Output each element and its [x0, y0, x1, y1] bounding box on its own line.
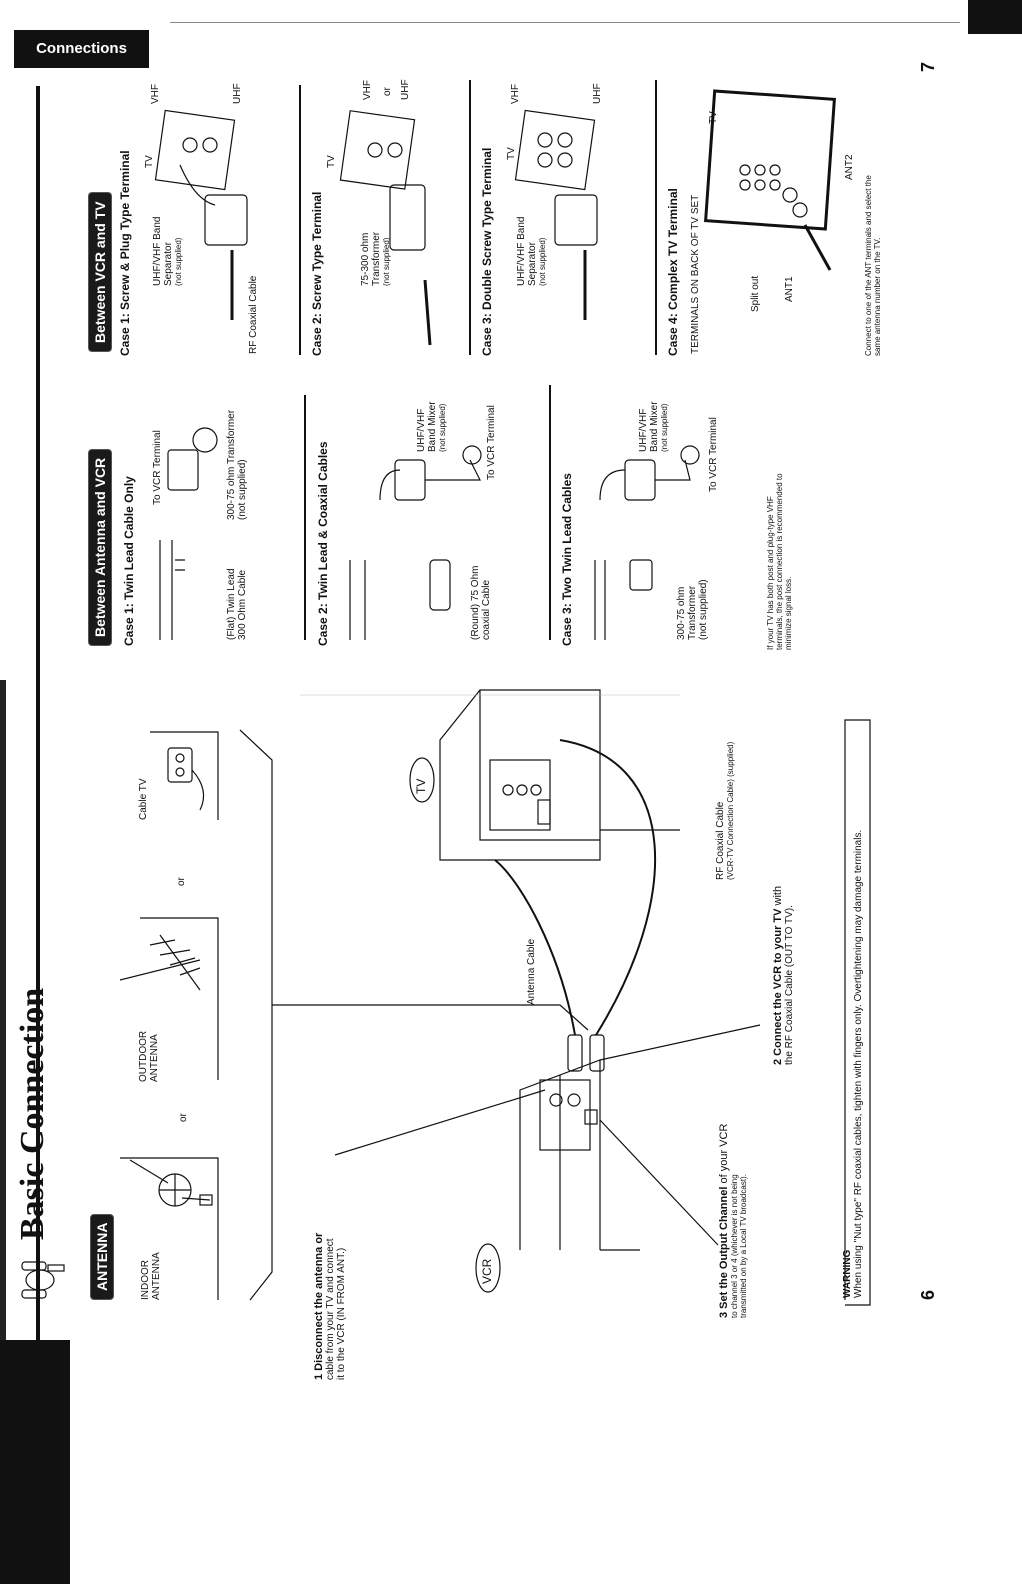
antenna-vcr-badge: Between Antenna and VCR [88, 448, 112, 646]
transformer-icon-2 [339, 110, 432, 346]
av-case1-transformer: 300-75 ohm Transformer(not supplied) [226, 409, 248, 520]
left-edge-line [0, 680, 6, 1340]
vt-case2-tv: TV [326, 155, 337, 168]
av-case3-title: Case 3: Two Twin Lead Cables [560, 473, 574, 646]
antenna-cable-curve [494, 859, 576, 1036]
warning-box [844, 719, 871, 1306]
edge-tab-mark [968, 0, 1022, 34]
vt-case4-split-out: Split out [750, 275, 761, 312]
vt-case1-uhf: UHF [232, 83, 243, 104]
indoor-antenna-icon [129, 1159, 213, 1207]
rf-cable-line [559, 739, 656, 1036]
antenna-cable-label: Antenna Cable [526, 938, 537, 1005]
vt-case3-title: Case 3: Double Screw Type Terminal [480, 147, 494, 356]
vcr-tv-badge: Between VCR and TV [88, 192, 112, 352]
antenna-cable-line [272, 1004, 589, 1031]
vt-case2-or: or [382, 87, 393, 96]
tv-body-icon [439, 689, 601, 861]
vt-case3-tv: TV [506, 147, 517, 160]
page-number-right: 7 [918, 61, 938, 72]
tv-label: TV [414, 778, 428, 794]
vt-case3-uhf: UHF [592, 83, 603, 104]
header-divider-bar [36, 86, 40, 1376]
vcr-cable-icon [21, 1261, 65, 1299]
warning-block: WARNING When using "Nut type" RF coaxial… [842, 829, 864, 1298]
twin-lead-icon [159, 540, 185, 640]
av-case3-to-vcr: To VCR Terminal [708, 417, 719, 492]
outdoor-antenna-icon [119, 934, 201, 991]
av-case1-title: Case 1: Twin Lead Cable Only [122, 476, 136, 646]
vt-case1-title: Case 1: Screw & Plug Type Terminal [118, 150, 132, 356]
step3-leader [599, 1119, 719, 1246]
page-number-left: 6 [918, 1289, 938, 1300]
vt-case3-vhf: VHF [510, 84, 521, 104]
vt-case4-subtitle: TERMINALS ON BACK OF TV SET [690, 194, 701, 354]
step-3: 3 Set the Output Channel of your VCR to … [718, 1123, 748, 1318]
vt-case2-vhf: VHF [362, 80, 373, 100]
vt-case1-tv: TV [144, 155, 155, 168]
outdoor-antenna-frame [140, 917, 219, 1080]
indoor-antenna-frame [120, 1157, 219, 1300]
vt-case1-vhf: VHF [150, 84, 161, 104]
band-mixer-icon-2 [594, 445, 700, 640]
left-black-band [0, 1340, 70, 1584]
cable-tv-frame [150, 731, 219, 820]
band-mixer-icon-1 [349, 445, 482, 640]
vcr-body-icon [519, 1059, 640, 1251]
separator-icon-2 [514, 109, 598, 320]
top-rule [170, 22, 960, 23]
av-note: If your TV has both post and plug-type V… [766, 473, 793, 650]
step-2: 2 Connect the VCR to your TV with the RF… [772, 885, 795, 1065]
antenna-bracket [239, 729, 273, 1301]
vt-case2-uhf: UHF [400, 79, 411, 100]
step1-leader [334, 1089, 546, 1156]
cable-tv-outlet-icon [167, 747, 205, 811]
av-case2-to-vcr: To VCR Terminal [486, 405, 497, 480]
av-case2-title: Case 2: Twin Lead & Coaxial Cables [316, 441, 330, 646]
vt-case4-ant2: ANT2 [844, 154, 855, 180]
step2-leader [599, 1024, 761, 1061]
vt-case4-title: Case 4: Complex TV Terminal [666, 188, 680, 356]
step-1: 1 Disconnect the antenna or cable from y… [313, 1232, 347, 1380]
vt-note: Connect to one of the ANT terminals and … [864, 175, 882, 356]
separator-icon-1 [154, 109, 248, 320]
vt-case1-rf: RF Coaxial Cable [248, 275, 259, 354]
complex-terminal-icon [704, 89, 836, 271]
transformer-icon-1 [167, 427, 218, 491]
av-case1-to-vcr: To VCR Terminal [152, 430, 163, 505]
vt-case2-title: Case 2: Screw Type Terminal [310, 191, 324, 356]
rf-cable-label: RF Coaxial Cable (VCR-TV Connection Cabl… [715, 741, 735, 880]
vcr-label: VCR [480, 1258, 494, 1284]
section-tab: Connections [14, 30, 149, 68]
vt-case4-tv: TV [708, 111, 719, 124]
vt-case4-ant1: ANT1 [784, 276, 795, 302]
